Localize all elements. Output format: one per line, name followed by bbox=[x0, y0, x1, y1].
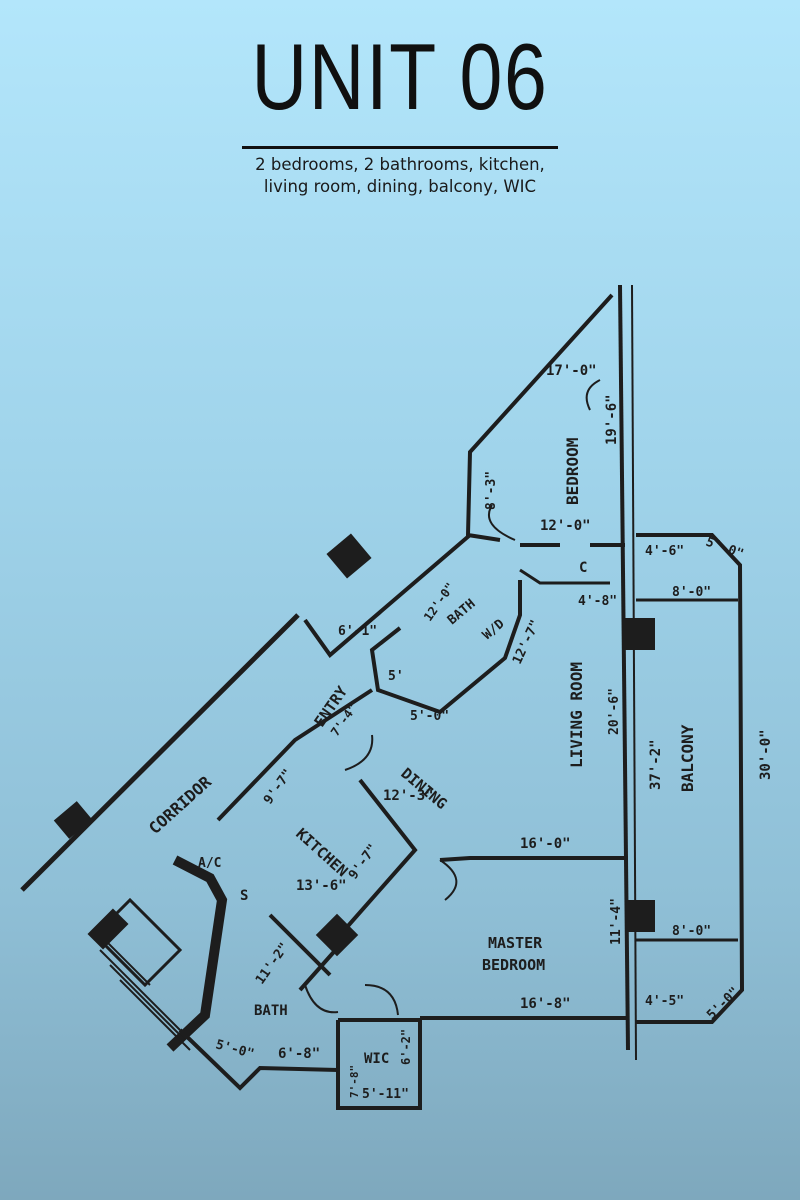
dim-bed-width: 17'-0" bbox=[546, 363, 597, 379]
stair-lines bbox=[99, 934, 191, 1051]
living-master-wall bbox=[439, 856, 628, 862]
ac-shaft-wall bbox=[166, 855, 228, 1052]
structural-columns bbox=[53, 533, 655, 957]
column bbox=[625, 618, 655, 650]
bedroom-entry-door-swing bbox=[487, 504, 516, 541]
bedroom-label: BEDROOM bbox=[563, 438, 582, 505]
dim-bath-68: 6'-8" bbox=[278, 1046, 320, 1062]
entry-inner-wall bbox=[369, 580, 522, 715]
dim-wic-511: 5'-11" bbox=[362, 1087, 409, 1102]
bedroom-door-swing bbox=[585, 379, 601, 411]
bath-door-swing bbox=[304, 984, 339, 1014]
dim-bath-50: 5'-0" bbox=[214, 1037, 256, 1062]
dim-living-48: 4'-8" bbox=[578, 594, 617, 609]
kitchen-entry-wall bbox=[216, 688, 374, 822]
dim-kitchen-97b: 9'-7" bbox=[346, 842, 381, 883]
column bbox=[87, 908, 129, 950]
living-room-label: LIVING ROOM bbox=[567, 662, 586, 768]
dim-master-168: 16'-8" bbox=[520, 996, 571, 1012]
dim-wic-78: 7'-8" bbox=[348, 1065, 361, 1098]
dim-entry-61: 6'-1" bbox=[338, 624, 377, 639]
dim-balc-45: 4'-5" bbox=[645, 994, 684, 1009]
dim-entry-5: 5' bbox=[388, 669, 404, 684]
dining-door-swing bbox=[439, 859, 458, 901]
entry-door-swing bbox=[344, 734, 374, 771]
dim-bed-length: 19'-6" bbox=[604, 394, 620, 445]
closet-label: C bbox=[579, 560, 587, 576]
dim-bed-left: 8'-3" bbox=[484, 471, 499, 510]
kitchen-partition bbox=[338, 778, 418, 937]
description-line-2: living room, dining, balcony, WIC bbox=[263, 177, 537, 196]
master-bedroom-label-2: BEDROOM bbox=[482, 956, 545, 974]
plan-walls bbox=[20, 284, 745, 1110]
dim-hall-50: 5'-0" bbox=[410, 709, 449, 724]
ac-label: A/C bbox=[198, 856, 221, 871]
entry-diagonal-wall bbox=[303, 533, 472, 658]
dim-balc-50b: 5'-0" bbox=[704, 985, 742, 1023]
dim-living-length: 20'-6" bbox=[607, 688, 622, 735]
dim-balc-8a: 8'-0" bbox=[672, 585, 711, 600]
wic-label: WIC bbox=[364, 1051, 389, 1067]
title-rule bbox=[242, 146, 558, 149]
kitchen-label: KITCHEN bbox=[292, 825, 351, 881]
description-line-1: 2 bedrooms, 2 bathrooms, kitchen, bbox=[255, 155, 545, 174]
dim-bath-112: 11'-2" bbox=[253, 940, 292, 987]
bath-bottom-wall bbox=[178, 1028, 339, 1091]
dim-balc-top-b: 5'-0" bbox=[704, 535, 746, 562]
bath2-label: BATH bbox=[445, 596, 479, 628]
stair-block bbox=[92, 897, 183, 988]
dim-balc-top-a: 4'-6" bbox=[645, 544, 684, 559]
column bbox=[625, 900, 655, 932]
corridor-wall bbox=[20, 613, 300, 892]
master-bedroom-label-1: MASTER bbox=[488, 934, 543, 952]
dim-kitchen-136: 13'-6" bbox=[296, 878, 347, 894]
balcony-label: BALCONY bbox=[678, 724, 697, 792]
unit-title: UNIT 06 bbox=[251, 24, 549, 129]
outer-right-wall-inner bbox=[631, 284, 637, 1061]
bath-label: BATH bbox=[254, 1003, 288, 1019]
dim-balc-8b: 8'-0" bbox=[672, 924, 711, 939]
storage-label: S bbox=[240, 888, 248, 904]
washer-dryer-label: W/D bbox=[480, 616, 508, 643]
bedroom-diagonal-wall bbox=[465, 293, 614, 542]
wic-door-swing bbox=[364, 984, 399, 1016]
dim-bal-37: 37'-2" bbox=[648, 739, 664, 790]
corridor-label: CORRIDOR bbox=[145, 772, 215, 838]
column bbox=[326, 533, 372, 579]
dim-master-114: 11'-4" bbox=[609, 898, 624, 945]
dim-bal-30: 30'-0" bbox=[758, 729, 774, 780]
column bbox=[53, 801, 93, 839]
dim-living-160: 16'-0" bbox=[520, 836, 571, 852]
dim-bed-bottom: 12'-0" bbox=[540, 518, 591, 534]
unit-description: 2 bedrooms, 2 bathrooms, kitchen, living… bbox=[0, 154, 800, 198]
wic-walls bbox=[336, 1018, 422, 1110]
dim-dining-123: 12'-3" bbox=[383, 788, 434, 804]
dim-wic-62: 6'-2" bbox=[399, 1029, 413, 1065]
room-labels: BEDROOM LIVING ROOM BALCONY ENTRY DINING… bbox=[145, 438, 697, 1067]
bedroom-closet bbox=[519, 568, 610, 585]
balcony-outline bbox=[636, 533, 745, 1024]
